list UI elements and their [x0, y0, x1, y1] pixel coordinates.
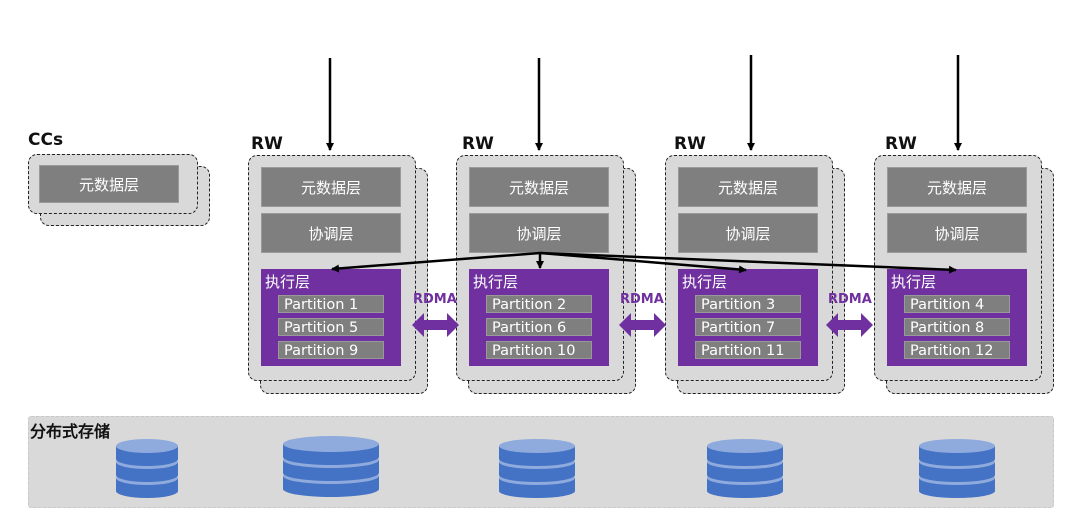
rdma-label: RDMA — [413, 292, 457, 307]
execution-layer-title: 执行层 — [265, 273, 311, 291]
partition: Partition 9 — [278, 341, 384, 359]
dispatch-arrow — [331, 251, 541, 273]
rw-card: 元数据层 协调层 执行层 Partition 1 Partition 5 Par… — [248, 155, 416, 381]
rw-label: RW — [885, 134, 917, 154]
ccs-label: CCs — [28, 130, 64, 150]
execution-layer: 执行层 Partition 2 Partition 6 Partition 10 — [469, 269, 609, 366]
coordination-layer: 协调层 — [678, 213, 818, 253]
partition: Partition 2 — [486, 295, 592, 313]
rdma-double-arrow — [826, 313, 873, 337]
partition: Partition 11 — [695, 341, 801, 359]
coordination-layer: 协调层 — [261, 213, 401, 253]
metadata-layer: 元数据层 — [887, 167, 1027, 207]
execution-layer: 执行层 Partition 4 Partition 8 Partition 12 — [887, 269, 1027, 366]
partition: Partition 10 — [486, 341, 592, 359]
execution-layer: 执行层 Partition 1 Partition 5 Partition 9 — [261, 269, 401, 366]
ccs-card: 元数据层 — [28, 154, 198, 214]
partition: Partition 12 — [904, 341, 1010, 359]
database-icon — [919, 439, 995, 498]
execution-layer-title: 执行层 — [473, 273, 519, 291]
partition: Partition 5 — [278, 318, 384, 336]
partition: Partition 4 — [904, 295, 1010, 313]
database-icon — [707, 439, 783, 498]
partition: Partition 7 — [695, 318, 801, 336]
coordination-layer: 协调层 — [887, 213, 1027, 253]
execution-layer-title: 执行层 — [891, 273, 937, 291]
dispatch-arrow — [539, 251, 747, 274]
metadata-layer: 元数据层 — [469, 167, 609, 207]
dispatch-arrow — [539, 251, 957, 274]
database-icon — [499, 439, 575, 498]
ccs-metadata-layer: 元数据层 — [39, 165, 179, 203]
partition: Partition 8 — [904, 318, 1010, 336]
database-icon — [116, 439, 178, 498]
coordination-layer: 协调层 — [469, 213, 609, 253]
rw-card: 元数据层 协调层 执行层 Partition 3 Partition 7 Par… — [665, 155, 833, 381]
rdma-double-arrow — [412, 313, 459, 337]
partition: Partition 3 — [695, 295, 801, 313]
storage-label: 分布式存储 — [30, 422, 111, 441]
metadata-layer: 元数据层 — [261, 167, 401, 207]
rdma-label: RDMA — [620, 292, 664, 307]
database-icon — [283, 436, 379, 497]
rdma-label: RDMA — [828, 292, 872, 307]
rw-label: RW — [674, 134, 706, 154]
partition: Partition 1 — [278, 295, 384, 313]
rw-label: RW — [251, 134, 283, 154]
rw-label: RW — [462, 134, 494, 154]
partition: Partition 6 — [486, 318, 592, 336]
metadata-layer: 元数据层 — [678, 167, 818, 207]
execution-layer-title: 执行层 — [682, 273, 728, 291]
execution-layer: 执行层 Partition 3 Partition 7 Partition 11 — [678, 269, 818, 366]
rdma-double-arrow — [619, 313, 666, 337]
